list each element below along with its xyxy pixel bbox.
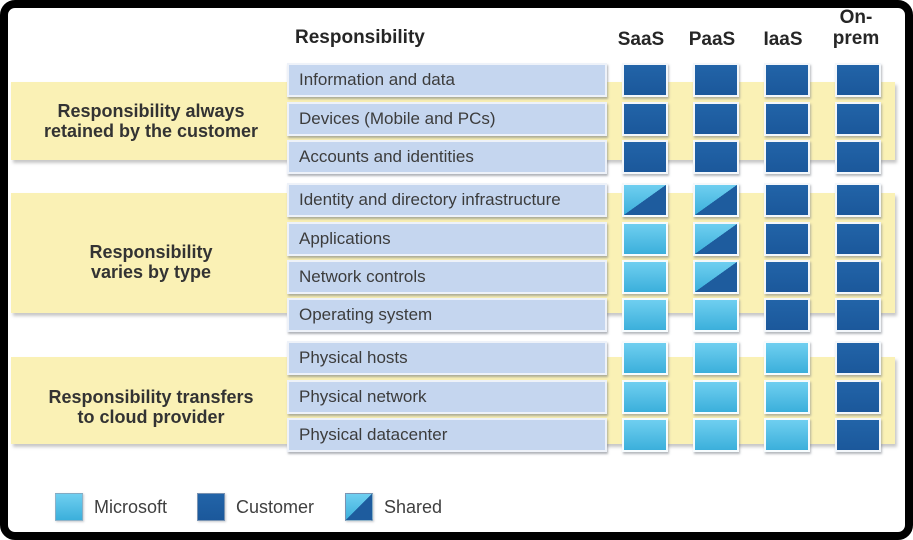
row-label-physical-hosts: Physical hosts	[287, 341, 607, 375]
column-header-paas: PaaS	[688, 29, 736, 50]
row-label-operating-system: Operating system	[287, 298, 607, 332]
matrix-cell-customer	[835, 183, 881, 217]
matrix-cell-customer	[835, 63, 881, 97]
customer-swatch-icon	[197, 493, 225, 521]
matrix-cell-customer	[764, 222, 810, 256]
matrix-cell-customer	[835, 222, 881, 256]
shared-swatch-icon	[345, 493, 373, 521]
column-header-on-prem: On-prem	[832, 7, 880, 49]
matrix-cell-customer	[835, 102, 881, 136]
matrix-cell-customer	[835, 260, 881, 294]
matrix-cell-microsoft	[764, 418, 810, 452]
matrix-cell-shared	[622, 183, 668, 217]
matrix-cell-microsoft	[622, 418, 668, 452]
microsoft-swatch-icon	[55, 493, 83, 521]
row-label-applications: Applications	[287, 222, 607, 256]
matrix-cell-shared	[693, 260, 739, 294]
row-label-devices: Devices (Mobile and PCs)	[287, 102, 607, 136]
matrix-cell-customer	[835, 418, 881, 452]
matrix-cell-shared	[693, 222, 739, 256]
matrix-cell-microsoft	[693, 298, 739, 332]
matrix-cell-customer	[835, 140, 881, 174]
matrix-cell-customer	[835, 298, 881, 332]
row-label-network-controls: Network controls	[287, 260, 607, 294]
matrix-cell-microsoft	[693, 341, 739, 375]
row-label-physical-datacenter: Physical datacenter	[287, 418, 607, 452]
matrix-cell-customer	[622, 140, 668, 174]
matrix-cell-customer	[764, 63, 810, 97]
group-label-transfers-to-provider: Responsibility transfers to cloud provid…	[48, 387, 254, 427]
row-label-information-and-data: Information and data	[287, 63, 607, 97]
legend-label-customer: Customer	[236, 496, 315, 517]
column-header-iaas: IaaS	[763, 29, 803, 50]
row-label-identity-directory-infrastructure: Identity and directory infrastructure	[287, 183, 607, 217]
matrix-cell-customer	[764, 298, 810, 332]
matrix-cell-customer	[764, 183, 810, 217]
matrix-cell-microsoft	[693, 380, 739, 414]
matrix-cell-customer	[764, 102, 810, 136]
matrix-cell-customer	[693, 63, 739, 97]
legend-item-customer: Customer	[197, 493, 314, 521]
matrix-cell-customer	[764, 140, 810, 174]
matrix-cell-microsoft	[622, 298, 668, 332]
matrix-cell-customer	[693, 102, 739, 136]
matrix-cell-customer	[835, 341, 881, 375]
row-label-physical-network: Physical network	[287, 380, 607, 414]
matrix-cell-customer	[835, 380, 881, 414]
matrix-cell-customer	[622, 63, 668, 97]
matrix-cell-customer	[693, 140, 739, 174]
legend-item-microsoft: Microsoft	[55, 493, 167, 521]
group-label-varies-by-type: Responsibility varies by type	[89, 242, 213, 282]
matrix-cell-microsoft	[764, 380, 810, 414]
matrix-cell-microsoft	[622, 260, 668, 294]
matrix-cell-microsoft	[622, 222, 668, 256]
row-label-accounts-and-identities: Accounts and identities	[287, 140, 607, 174]
legend-label-microsoft: Microsoft	[94, 496, 168, 517]
column-header-saas: SaaS	[617, 29, 665, 50]
legend-label-shared: Shared	[384, 496, 443, 517]
legend-item-shared: Shared	[345, 493, 442, 521]
responsibility-column-header: Responsibility	[295, 27, 425, 48]
matrix-cell-customer	[622, 102, 668, 136]
matrix-cell-microsoft	[693, 418, 739, 452]
matrix-cell-shared	[693, 183, 739, 217]
matrix-cell-microsoft	[764, 341, 810, 375]
group-label-retained-by-customer: Responsibility always retained by the cu…	[43, 101, 259, 141]
matrix-cell-customer	[764, 260, 810, 294]
matrix-cell-microsoft	[622, 380, 668, 414]
matrix-cell-microsoft	[622, 341, 668, 375]
